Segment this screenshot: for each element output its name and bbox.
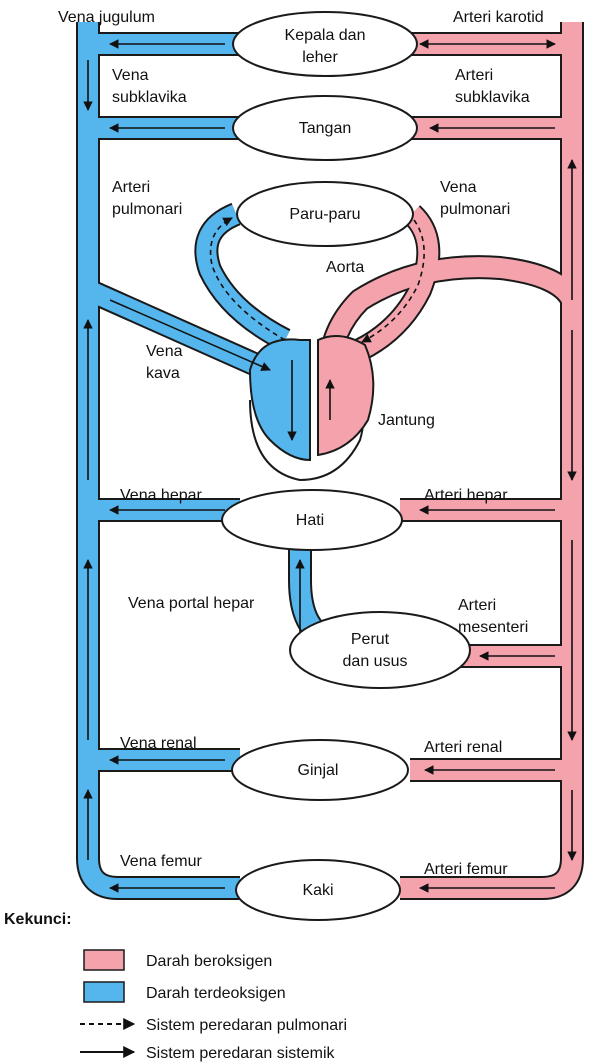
label-heart: Jantung <box>378 412 435 429</box>
label-pulmonary-vein-1: Vena <box>440 179 477 196</box>
label-hepatic-portal-vein: Vena portal hepar <box>128 595 255 612</box>
label-carotid-artery: Arteri karotid <box>453 9 544 26</box>
organ-lungs-label: Paru-paru <box>289 206 360 223</box>
organ-lungs: Paru-paru <box>237 182 413 246</box>
label-vena-cava-1: Vena <box>146 343 183 360</box>
organ-gut-label-1: Perut <box>351 631 390 648</box>
label-subclavian-vein-2: subklavika <box>112 89 187 106</box>
label-renal-vein: Vena renal <box>120 735 197 752</box>
label-femoral-artery: Arteri femur <box>424 861 508 878</box>
organ-head: Kepala dan leher <box>233 12 417 76</box>
label-hepatic-artery: Arteri hepar <box>424 487 508 504</box>
organ-head-label-2: leher <box>302 49 338 66</box>
label-renal-artery: Arteri renal <box>424 739 502 756</box>
label-femoral-vein: Vena femur <box>120 853 203 870</box>
legend-swatch-deoxygenated <box>84 982 124 1002</box>
organ-liver: Hati <box>222 490 402 550</box>
legend: Kekunci: Darah beroksigen Darah terdeoks… <box>4 911 347 1062</box>
legend-label-systemic: Sistem peredaran sistemik <box>146 1045 336 1062</box>
organ-liver-label: Hati <box>296 512 324 529</box>
organ-gut-label-2: dan usus <box>343 653 408 670</box>
label-aorta: Aorta <box>326 259 364 276</box>
label-jugular-vein: Vena jugulum <box>58 9 155 26</box>
legend-label-deoxygenated: Darah terdeoksigen <box>146 985 286 1002</box>
legend-swatch-oxygenated <box>84 950 124 970</box>
label-mesenteric-artery-1: Arteri <box>458 597 496 614</box>
organ-arms: Tangan <box>233 96 417 160</box>
organs: Kepala dan leher Tangan Paru-paru Hati P… <box>222 12 470 920</box>
label-subclavian-vein-1: Vena <box>112 67 149 84</box>
legend-label-pulmonary: Sistem peredaran pulmonari <box>146 1017 347 1034</box>
label-hepatic-vein: Vena hepar <box>120 487 203 504</box>
label-pulmonary-vein-2: pulmonari <box>440 201 510 218</box>
organ-legs-label: Kaki <box>302 882 333 899</box>
label-subclavian-artery-1: Arteri <box>455 67 493 84</box>
organ-kidney-label: Ginjal <box>298 762 339 779</box>
organ-arms-label: Tangan <box>299 120 352 137</box>
label-subclavian-artery-2: subklavika <box>455 89 530 106</box>
label-pulmonary-artery-1: Arteri <box>112 179 150 196</box>
organ-gut: Perut dan usus <box>290 612 470 688</box>
organ-head-label-1: Kepala dan <box>285 27 366 44</box>
heart <box>250 336 373 480</box>
label-pulmonary-artery-2: pulmonari <box>112 201 182 218</box>
label-vena-cava-2: kava <box>146 365 180 382</box>
legend-label-oxygenated: Darah beroksigen <box>146 953 272 970</box>
legend-title: Kekunci: <box>4 911 72 928</box>
organ-kidney: Ginjal <box>232 740 408 800</box>
label-mesenteric-artery-2: mesenteri <box>458 619 528 636</box>
organ-legs: Kaki <box>236 860 400 920</box>
